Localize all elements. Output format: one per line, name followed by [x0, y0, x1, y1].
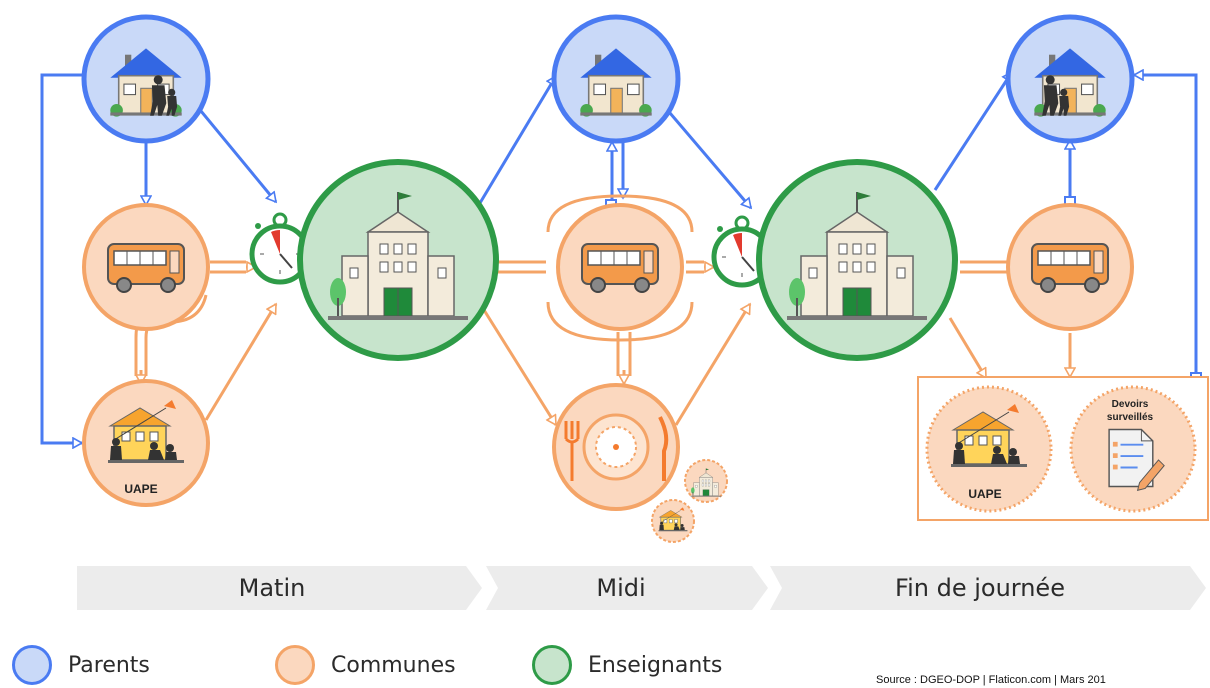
link-uape1-watch1 — [204, 304, 278, 421]
communes-bus-midday — [556, 203, 684, 331]
parents-house-midday — [551, 14, 681, 144]
legend-communes: Communes — [275, 645, 456, 685]
link-meal-watch2 — [674, 304, 752, 426]
legend-enseignants-swatch — [532, 645, 572, 685]
link-activities-house3 — [1134, 75, 1198, 377]
evening-uape: UAPE — [925, 385, 1053, 513]
legend-communes-swatch — [275, 645, 315, 685]
evening-homework: Devoirs surveillés — [1069, 385, 1197, 513]
mini-school-badge — [684, 459, 728, 503]
link-school1-house2 — [478, 76, 558, 204]
phase-bands — [77, 566, 1206, 610]
link-house2-watch2 — [662, 105, 753, 208]
legend-parents-label: Parents — [68, 652, 150, 678]
communes-meal — [552, 383, 680, 511]
link-school2-bus3 — [960, 260, 1008, 274]
communes-bus-morning — [82, 203, 210, 331]
uape-label: UAPE — [124, 482, 157, 496]
link-school1-bus2 — [494, 260, 546, 274]
legend-enseignants-label: Enseignants — [588, 652, 723, 678]
enseignants-school-morning — [297, 159, 499, 361]
link-bus2-watch2 — [686, 260, 704, 274]
link-school2-activities — [948, 317, 988, 378]
bus-icon — [581, 243, 659, 293]
phase-midi: Midi — [596, 574, 646, 602]
communes-bus-evening — [1006, 203, 1134, 331]
phase-fin-de-journee: Fin de journée — [895, 574, 1065, 602]
link-house1-uape1 — [40, 73, 86, 443]
uape-label: UAPE — [968, 487, 1001, 501]
communes-uape-morning: UAPE — [82, 379, 210, 507]
source-credit: Source : DGEO-DOP | Flaticon.com | Mars … — [876, 674, 1106, 686]
legend-parents-swatch — [12, 645, 52, 685]
homework-label-line2: surveillés — [1107, 412, 1154, 423]
parents-house-morning — [81, 14, 211, 144]
homework-label-line1: Devoirs — [1112, 399, 1149, 410]
parents-house-evening — [1005, 14, 1135, 144]
legend-enseignants: Enseignants — [532, 645, 722, 685]
link-school1-meal — [482, 309, 558, 425]
legend-parents: Parents — [12, 645, 150, 685]
evening-activities-box: UAPE Devoirs surveillés — [917, 376, 1209, 521]
mini-uape-badge — [651, 499, 695, 543]
bus-icon — [1031, 243, 1109, 293]
link-school2-house3 — [933, 72, 1014, 191]
enseignants-school-afternoon — [756, 159, 958, 361]
bus-icon — [107, 243, 185, 293]
legend-communes-label: Communes — [331, 652, 456, 678]
phase-matin: Matin — [238, 574, 306, 602]
link-bus1-watch1 — [210, 260, 246, 274]
link-house1-watch1 — [194, 104, 278, 202]
link-bus2-ring — [546, 194, 694, 342]
